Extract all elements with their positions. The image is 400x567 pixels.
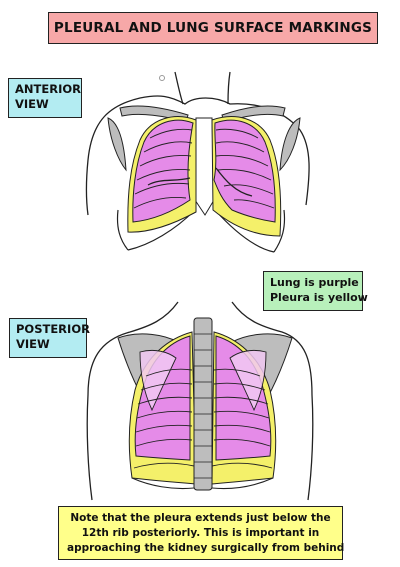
- anterior-lower-ribs: [116, 209, 286, 253]
- posterior-torso-outline: [86, 301, 314, 501]
- anterior-view-label: ANTERIOR VIEW: [8, 78, 82, 118]
- note-line-3: approaching the kidney surgically from b…: [67, 542, 345, 554]
- posterior-view-label: POSTERIOR VIEW: [9, 318, 90, 358]
- posterior-label-line-2: VIEW: [16, 337, 50, 351]
- posterior-rib-lines: [133, 368, 273, 469]
- anterior-lung-left: [132, 119, 194, 223]
- anterior-sternum: [194, 117, 215, 216]
- title-text: PLEURAL AND LUNG SURFACE MARKINGS: [53, 20, 373, 36]
- posterior-scapula-overlay-left: [139, 349, 177, 412]
- posterior-scapula-right: [231, 333, 293, 412]
- anterior-shoulder-right: [279, 117, 301, 172]
- posterior-lung-right: [215, 335, 272, 461]
- posterior-lung-left: [134, 335, 191, 461]
- posterior-scapula-overlay-right: [229, 349, 267, 412]
- anterior-neck: [174, 71, 231, 105]
- posterior-twelfth-rib-left: [131, 477, 195, 490]
- posterior-pleura-right: [211, 331, 277, 485]
- anterior-pleura-right: [211, 116, 282, 237]
- anterior-pleura-left: [127, 116, 197, 233]
- anterior-torso-outline: [85, 95, 310, 216]
- anterior-lung-fissure-right: [215, 167, 253, 197]
- anterior-rib-lines: [133, 128, 275, 209]
- anterior-clavicle-right: [221, 105, 286, 123]
- legend-pleura: Pleura is yellow: [270, 291, 368, 304]
- posterior-pleura-left: [128, 331, 197, 485]
- diagram-title: PLEURAL AND LUNG SURFACE MARKINGS: [48, 12, 378, 44]
- color-legend: Lung is purple Pleura is yellow: [263, 271, 368, 311]
- anterior-costal-margin-right: [214, 209, 275, 253]
- posterior-scapula-left: [117, 333, 179, 412]
- anterior-clavicle-left: [119, 105, 189, 123]
- anterior-shoulder-left: [107, 117, 127, 172]
- anterior-costal-margin-left: [127, 209, 196, 251]
- anterior-lung-fissure-left: [147, 177, 191, 186]
- note-line-2: 12th rib posteriorly. This is important …: [81, 527, 320, 539]
- anterior-lung-right: [213, 119, 276, 223]
- posterior-label-line-1: POSTERIOR: [16, 322, 90, 336]
- anterior-label-line-1: ANTERIOR: [15, 82, 81, 96]
- legend-lung: Lung is purple: [270, 276, 359, 289]
- anterior-label-line-2: VIEW: [15, 97, 49, 111]
- posterior-twelfth-rib-right: [211, 477, 274, 490]
- clinical-note: Note that the pleura extends just below …: [58, 506, 345, 560]
- posterior-spine: [193, 317, 213, 491]
- note-line-1: Note that the pleura extends just below …: [70, 512, 331, 524]
- anterior-suprasternal-dot: [159, 75, 165, 81]
